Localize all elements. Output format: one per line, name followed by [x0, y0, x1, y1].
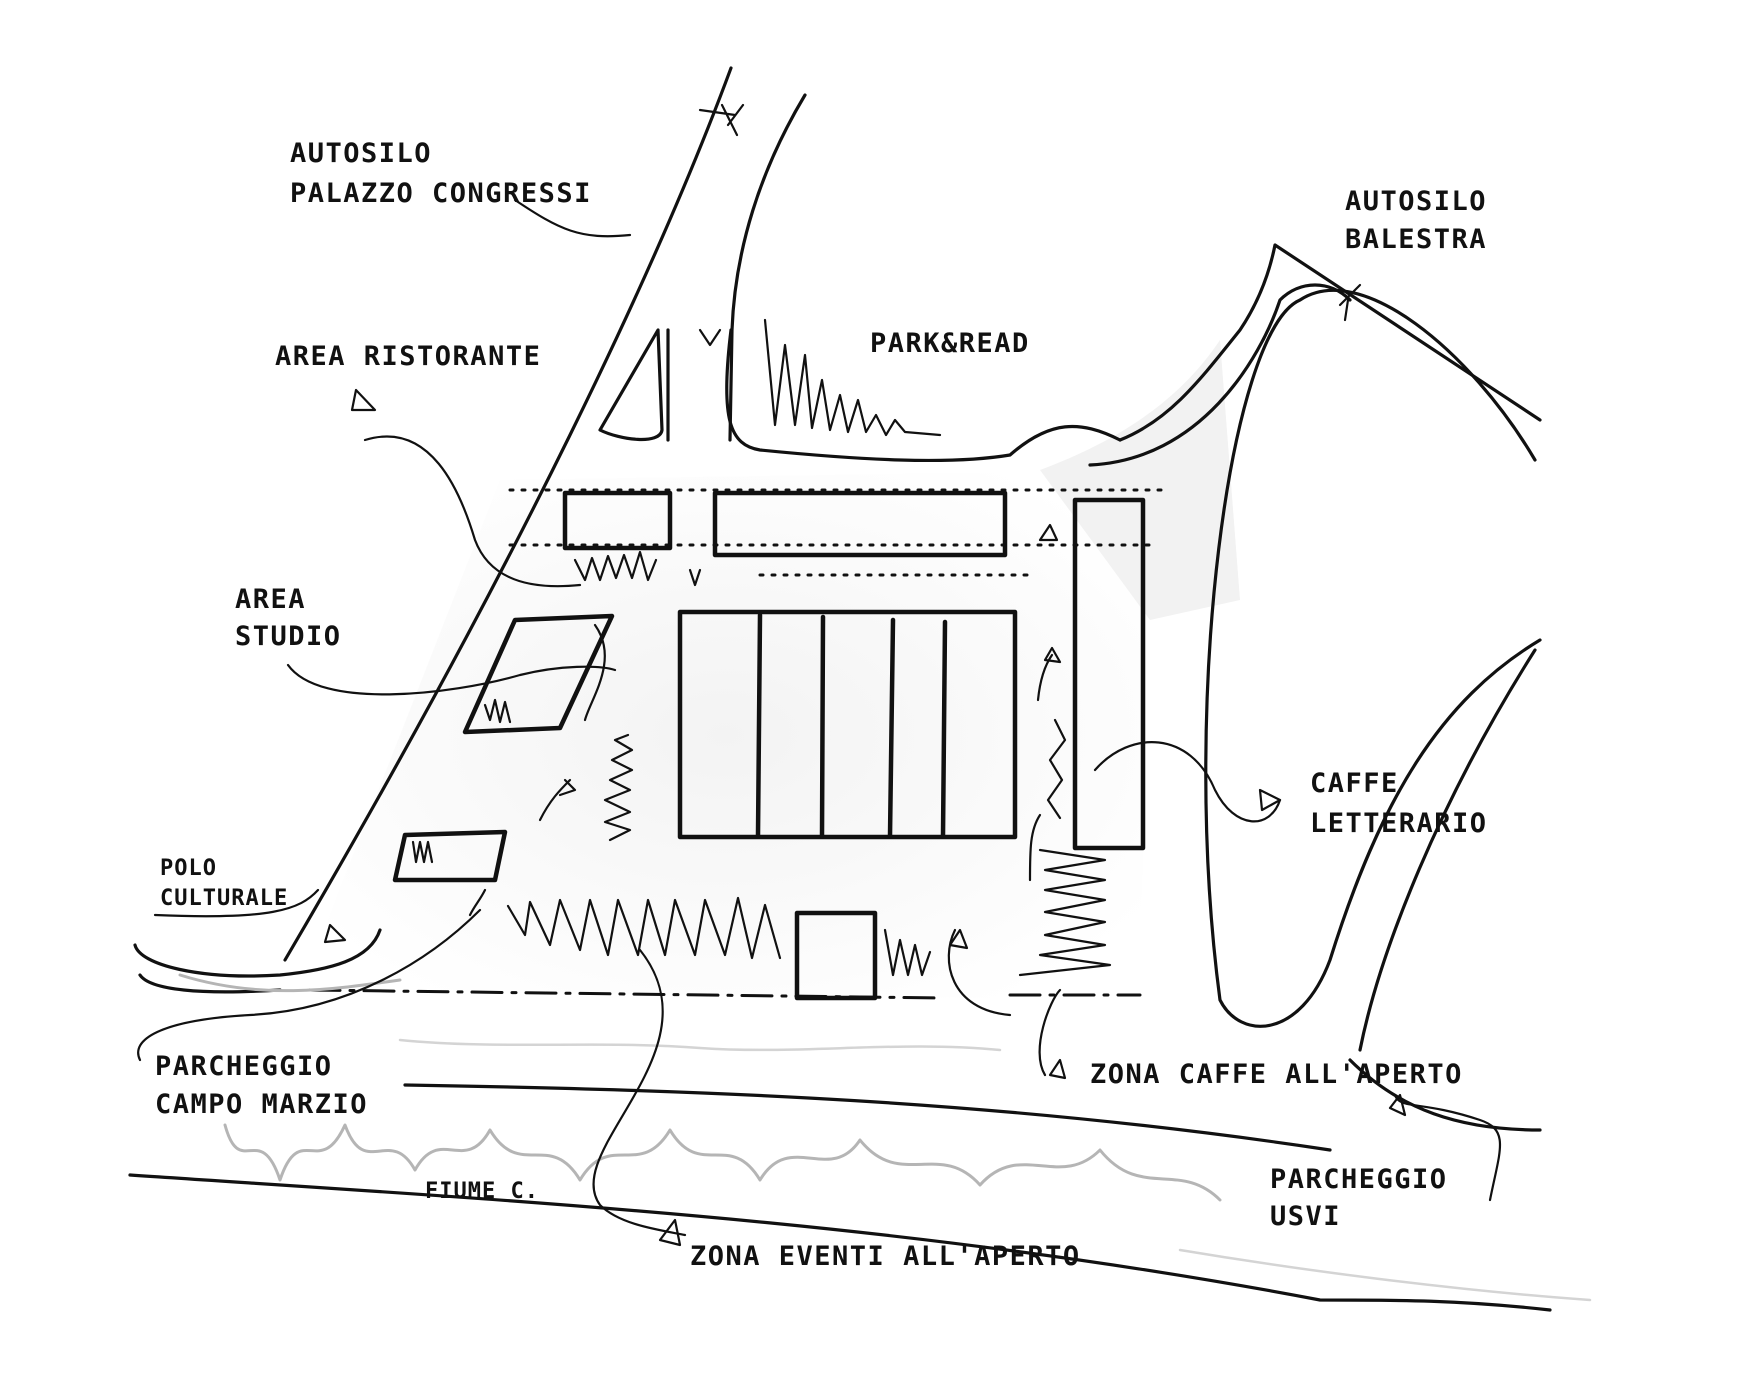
main-road-left: [283, 66, 1122, 962]
leader-studio: [286, 663, 617, 696]
label-polo-culturale-2: CULTURALE: [160, 886, 288, 911]
building-eventi: [794, 910, 878, 1001]
label-caffe-letterario-1: CAFFE: [1310, 768, 1399, 799]
label-zona-eventi: ZONA EVENTI ALL'APERTO: [690, 1241, 1081, 1272]
leader-zona-eventi: [592, 948, 687, 1237]
label-polo-culturale-1: POLO: [160, 856, 217, 881]
building-caffe-letterario: [1072, 497, 1146, 851]
label-autosilo-palazzo-2: PALAZZO CONGRESSI: [290, 178, 592, 209]
label-parcheggio-usvi-2: USVI: [1270, 1201, 1341, 1232]
arrow-markers: [323, 328, 1407, 1247]
leader-zona-caffe-arrow: [947, 928, 1012, 1017]
label-area-studio-2: STUDIO: [235, 621, 342, 652]
label-caffe-letterario-2: LETTERARIO: [1310, 808, 1488, 839]
main-block: [677, 609, 1018, 840]
label-parcheggio-campo-marzio-2: CAMPO MARZIO: [155, 1089, 368, 1120]
building-polo-small: [392, 829, 508, 883]
leader-polo: [153, 888, 320, 918]
leader-zona-caffe: [1038, 988, 1062, 1077]
leader-lines: [137, 198, 1501, 1237]
label-autosilo-balestra-1: AUTOSILO: [1345, 186, 1487, 217]
leader-autosilo-palazzo: [513, 198, 632, 238]
building-park-read: [712, 490, 1008, 558]
label-parcheggio-campo-marzio-1: PARCHEGGIO: [155, 1051, 333, 1082]
leader-usvi: [1393, 1093, 1501, 1202]
river: [128, 1038, 1592, 1312]
label-area-studio-1: AREA: [235, 584, 306, 615]
label-park-read: PARK&READ: [870, 328, 1030, 359]
label-fiume: FIUME C.: [425, 1179, 539, 1204]
labels: AUTOSILO PALAZZO CONGRESSI AUTOSILO BALE…: [155, 138, 1488, 1272]
leader-campo-marzio: [137, 908, 482, 1062]
ground-wash: [300, 340, 1240, 1000]
road-right: [1088, 243, 1542, 1132]
label-area-ristorante: AREA RISTORANTE: [275, 341, 541, 372]
buildings: [392, 490, 1146, 1001]
leader-caffe-letterario: [1093, 741, 1282, 823]
label-zona-caffe: ZONA CAFFE ALL'APERTO: [1090, 1059, 1463, 1090]
label-autosilo-palazzo-1: AUTOSILO: [290, 138, 432, 169]
building-studio: [462, 613, 615, 735]
label-autosilo-balestra-2: BALESTRA: [1345, 224, 1487, 255]
tree-hatching: [411, 318, 1112, 977]
building-ristorante: [562, 490, 673, 551]
label-parcheggio-usvi-1: PARCHEGGIO: [1270, 1164, 1448, 1195]
leader-ristorante: [363, 435, 582, 588]
